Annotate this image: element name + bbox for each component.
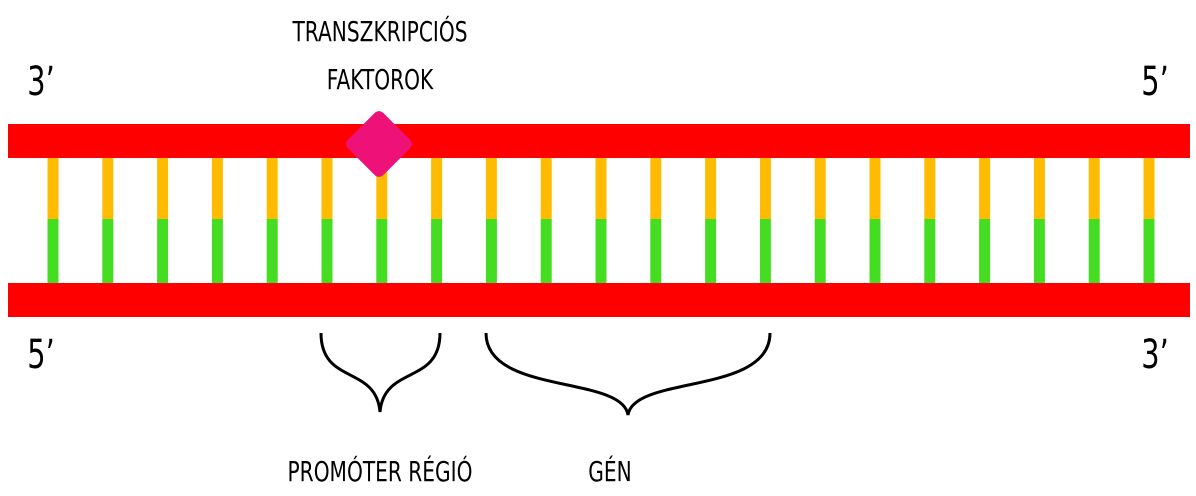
base-pair	[595, 156, 607, 285]
base-pair	[211, 156, 223, 285]
base-top	[869, 156, 881, 219]
base-top	[1088, 156, 1100, 219]
promoter-region-label: PROMÓTER RÉGIÓ	[287, 455, 473, 488]
base-top	[924, 156, 936, 219]
base-pair	[266, 156, 278, 285]
base-pair	[157, 156, 169, 285]
base-bottom	[540, 219, 552, 285]
base-top	[321, 156, 333, 219]
base-top	[705, 156, 717, 219]
base-bottom	[705, 219, 717, 285]
base-bottom	[321, 219, 333, 285]
transcription-factors-label-line1: TRANSZKRIPCIÓS	[292, 15, 468, 48]
base-pair	[376, 156, 388, 285]
base-pair	[650, 156, 662, 285]
bottom-left-end-label: 5’	[27, 332, 55, 378]
base-top	[979, 156, 991, 219]
base-pair	[321, 156, 333, 285]
base-top	[540, 156, 552, 219]
base-bottom	[759, 219, 771, 285]
base-bottom	[376, 219, 388, 285]
base-pair	[869, 156, 881, 285]
top-strand-backbone	[8, 124, 1190, 158]
base-top	[376, 156, 388, 219]
base-top	[650, 156, 662, 219]
bottom-right-end-label: 3’	[1141, 332, 1169, 378]
base-top	[595, 156, 607, 219]
base-bottom	[47, 219, 59, 285]
base-bottom	[924, 219, 936, 285]
transcription-factor-shape	[346, 111, 412, 177]
gene-brace	[484, 332, 772, 416]
base-bottom	[431, 219, 443, 285]
base-top	[266, 156, 278, 219]
base-pair	[1033, 156, 1045, 285]
base-bottom	[1143, 219, 1155, 285]
base-bottom	[650, 219, 662, 285]
base-bottom	[869, 219, 881, 285]
top-right-end-label: 5’	[1141, 59, 1169, 105]
base-bottom	[211, 219, 223, 285]
base-bottom	[102, 219, 114, 285]
base-top	[47, 156, 59, 219]
base-top	[102, 156, 114, 219]
base-top	[157, 156, 169, 219]
base-pairs	[47, 156, 1155, 285]
base-pair	[705, 156, 717, 285]
base-bottom	[595, 219, 607, 285]
top-left-end-label: 3’	[27, 59, 55, 105]
base-top	[759, 156, 771, 219]
base-pair	[814, 156, 826, 285]
base-pair	[540, 156, 552, 285]
bottom-strand-backbone	[8, 283, 1190, 317]
base-top	[431, 156, 443, 219]
base-top	[814, 156, 826, 219]
base-pair	[1088, 156, 1100, 285]
base-pair	[47, 156, 59, 285]
gene-label: GÉN	[588, 455, 632, 488]
base-bottom	[1033, 219, 1045, 285]
base-bottom	[485, 219, 497, 285]
promoter-brace	[319, 332, 442, 413]
base-pair	[759, 156, 771, 285]
base-bottom	[814, 219, 826, 285]
base-pair	[431, 156, 443, 285]
base-pair	[485, 156, 497, 285]
base-top	[1033, 156, 1045, 219]
base-bottom	[157, 219, 169, 285]
base-bottom	[1088, 219, 1100, 285]
base-pair	[979, 156, 991, 285]
transcription-factors-label-line2: FAKTOROK	[326, 63, 434, 96]
base-bottom	[266, 219, 278, 285]
base-top	[211, 156, 223, 219]
base-top	[1143, 156, 1155, 219]
base-pair	[102, 156, 114, 285]
base-pair	[1143, 156, 1155, 285]
base-bottom	[979, 219, 991, 285]
base-top	[485, 156, 497, 219]
base-pair	[924, 156, 936, 285]
